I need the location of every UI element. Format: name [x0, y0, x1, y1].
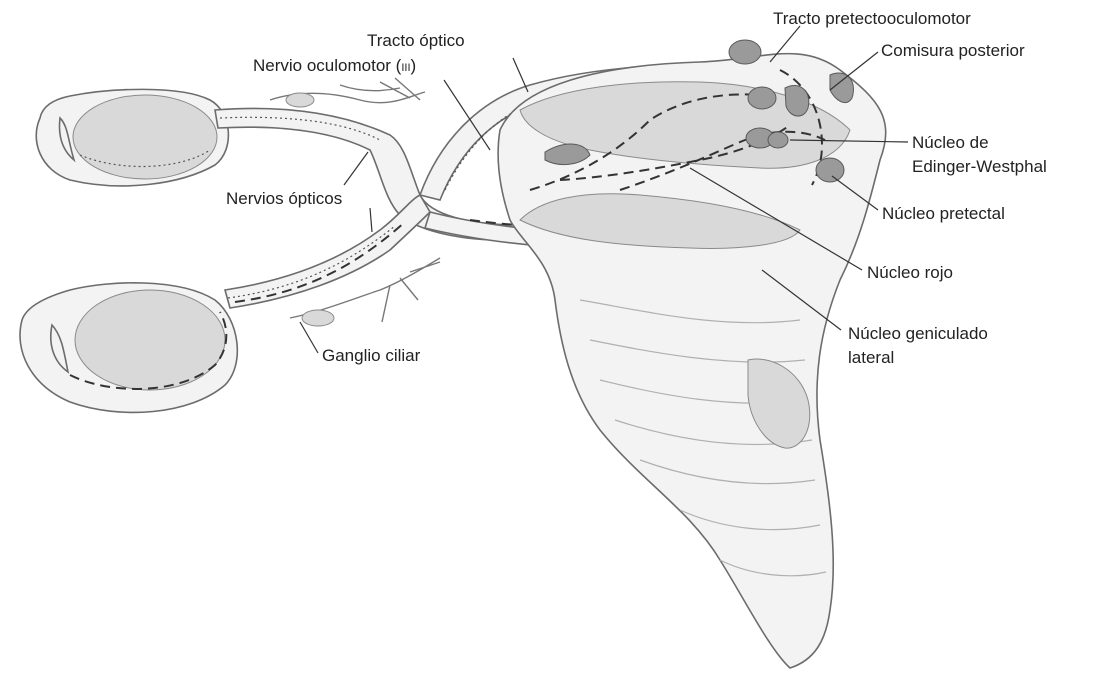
label-nervio-oculomotor: Nervio oculomotor (III)	[253, 55, 416, 79]
label-nucleo-edinger-line2: Edinger-Westphal	[912, 156, 1047, 177]
label-nervio-oculomotor-close: )	[411, 56, 417, 75]
label-nucleo-rojo: Núcleo rojo	[867, 262, 953, 283]
upper-eyeball	[36, 89, 228, 186]
label-nervios-opticos: Nervios ópticos	[226, 188, 342, 209]
label-nucleo-pretectal: Núcleo pretectal	[882, 203, 1005, 224]
label-ganglio-ciliar: Ganglio ciliar	[322, 345, 420, 366]
oculomotor-upper	[270, 78, 425, 107]
label-nervio-oculomotor-numeral: III	[401, 62, 410, 74]
label-nervio-oculomotor-text: Nervio oculomotor (	[253, 56, 401, 75]
label-nucleo-geniculado-line1: Núcleo geniculado	[848, 323, 988, 344]
brainstem	[498, 40, 886, 668]
lower-eyeball	[20, 283, 237, 413]
label-tracto-optico: Tracto óptico	[367, 30, 465, 51]
label-nucleo-edinger-line1: Núcleo de	[912, 132, 989, 153]
label-comisura-posterior: Comisura posterior	[881, 40, 1025, 61]
label-nucleo-geniculado-line2: lateral	[848, 347, 894, 368]
label-tracto-pretectooculomotor: Tracto pretectooculomotor	[773, 8, 971, 29]
